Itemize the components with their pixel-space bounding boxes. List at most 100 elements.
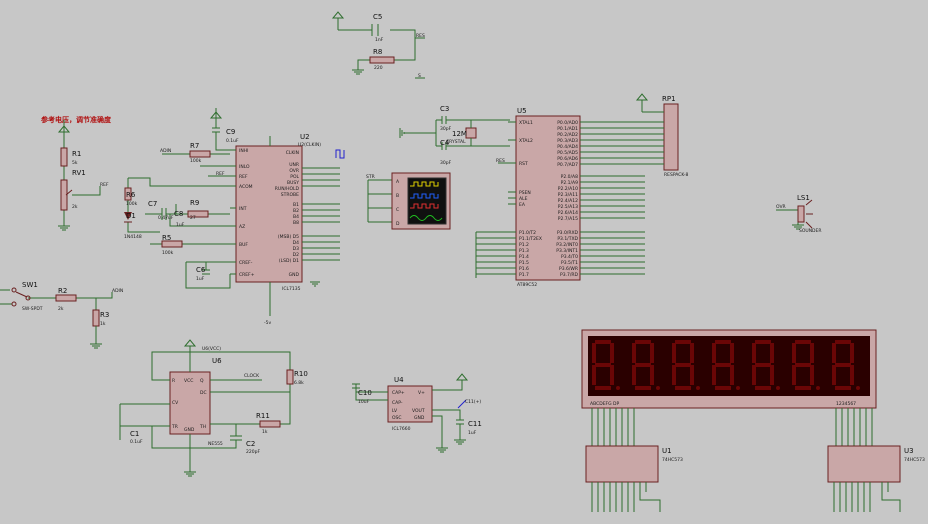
u5-pin-r-22: P3.6/WR bbox=[559, 266, 578, 272]
u2-pin-7: CREF- bbox=[239, 260, 253, 266]
digit-segment bbox=[770, 343, 774, 363]
crystal-block: C3 30pF C4 30pF 12M CRYSTAL RES bbox=[399, 105, 510, 166]
r8-ref: R8 bbox=[373, 48, 382, 56]
ref-net-label: REF bbox=[100, 182, 109, 188]
c8-value: 1uF bbox=[176, 222, 185, 228]
u6-timer[interactable]: U6 NE555 U6(VCC) R Q DC CV TR TH VCC GND… bbox=[119, 339, 308, 477]
digit-dp bbox=[816, 386, 820, 390]
digit-segment bbox=[632, 343, 636, 363]
r6-value: 100k bbox=[126, 201, 138, 207]
u6-pin-gnd: GND bbox=[184, 427, 195, 433]
u4-charge-pump[interactable]: U4 ICL7660 CAP+ CAP- LV OSC V+ VOUT GND … bbox=[352, 373, 482, 453]
c11-value: 1uF bbox=[468, 430, 477, 436]
u2-pin-6: BUF bbox=[239, 242, 248, 248]
digit-segment bbox=[795, 340, 811, 344]
u2-clkin-terminal: U2(CLKIN) bbox=[298, 142, 321, 148]
u2-pin-r-10: B8 bbox=[293, 220, 299, 226]
u2-pin-4: INT bbox=[239, 206, 247, 212]
ls1-ref: LS1 bbox=[797, 194, 810, 202]
digit-segment bbox=[835, 340, 851, 344]
c7-value: 0.47uF bbox=[158, 215, 174, 221]
digit-segment bbox=[752, 343, 756, 363]
scope-channel-b: B bbox=[396, 193, 399, 199]
r10-ref: R10 bbox=[294, 370, 308, 378]
r3-value: 1k bbox=[100, 321, 106, 327]
u5-pin-r-2: P0.2/AD2 bbox=[557, 132, 578, 138]
digit-segment bbox=[712, 365, 716, 385]
digit-dp bbox=[696, 386, 700, 390]
display-digit bbox=[792, 340, 820, 390]
u4-pin-vplus: V+ bbox=[418, 390, 425, 396]
c4-value: 30pF bbox=[440, 160, 452, 166]
digit-segment bbox=[635, 340, 651, 344]
u2-adc[interactable]: U2 ICL7135 U2(CLKIN) INHIINLOREFACOMINTA… bbox=[230, 133, 345, 326]
crystal-ref: 12M bbox=[452, 130, 467, 138]
u5-pin-l-13: P1.7 bbox=[519, 272, 529, 278]
digit-segment bbox=[730, 365, 734, 385]
r8-value: 220 bbox=[374, 65, 383, 71]
digit-segment bbox=[810, 365, 814, 385]
u2-ref-net: REF bbox=[216, 171, 225, 177]
digit-segment bbox=[835, 363, 851, 367]
digit-segment bbox=[635, 386, 651, 390]
u5-pin-l-10: P1.4 bbox=[519, 254, 529, 260]
u2-pin-r-0: CLKIN bbox=[286, 150, 299, 156]
digit-segment bbox=[835, 386, 851, 390]
u1-ref: U1 bbox=[662, 447, 672, 455]
digit-segment bbox=[675, 386, 691, 390]
r11-ref: R11 bbox=[256, 412, 270, 420]
u2-pin-r-7: B1 bbox=[293, 202, 299, 208]
u2-pin-8: CREF+ bbox=[239, 272, 255, 278]
c6-ref: C6 bbox=[196, 266, 206, 274]
u6-pin-tr: TR bbox=[171, 424, 178, 430]
u6-pin-cv: CV bbox=[172, 400, 179, 406]
switch-input-block[interactable]: SW1 SW-SPDT R2 2k R3 1k ADIN bbox=[0, 281, 123, 349]
u5-pin-l-5: EA bbox=[519, 202, 526, 208]
u2-pin-r-4: BUSY bbox=[287, 180, 299, 186]
c10-value: 10uF bbox=[358, 399, 370, 405]
digit-segment bbox=[715, 340, 731, 344]
display-digit bbox=[752, 340, 780, 390]
u5-pin-r-23: P3.7/RD bbox=[560, 272, 579, 278]
u2-value: ICL7135 bbox=[282, 286, 301, 292]
ls1-sounder[interactable]: LS1 SOUNDER OVR bbox=[776, 194, 822, 234]
digit-segment bbox=[795, 386, 811, 390]
rp1-value: RESPACK-8 bbox=[664, 172, 688, 178]
u5-pin-r-4: P0.4/AD4 bbox=[557, 144, 578, 150]
digit-dp bbox=[656, 386, 660, 390]
u5-pin-l-8: P1.2 bbox=[519, 242, 529, 248]
rp1-resistor-pack[interactable]: RP1 RESPACK-8 bbox=[580, 93, 688, 178]
c9-ref: C9 bbox=[226, 128, 235, 136]
u2-pin-r-14: D2 bbox=[293, 252, 299, 258]
digit-segment bbox=[672, 343, 676, 363]
digit-segment bbox=[595, 363, 611, 367]
str-label: STR bbox=[366, 174, 375, 180]
u4-c11-terminal: C11(+) bbox=[465, 399, 481, 405]
u5-microcontroller[interactable]: U5 AT89C52 XTAL1XTAL2RSTPSENALEEAP1.0/T2… bbox=[508, 107, 581, 288]
u2-pin-0: INHI bbox=[239, 148, 248, 154]
c8-ref: C8 bbox=[174, 210, 183, 218]
u2-input-network: C9 0.1uF ADIN R7 100k REF R6 100k D1 1N4… bbox=[124, 108, 320, 289]
c5-ref: C5 bbox=[373, 13, 382, 21]
u1-latch[interactable]: U1 74HC573 bbox=[585, 445, 683, 512]
u5-pin-r-9: P2.1/A9 bbox=[561, 180, 578, 186]
u5-pin-r-11: P2.3/A11 bbox=[558, 192, 578, 198]
oscilloscope[interactable]: STR A B C D bbox=[366, 172, 451, 230]
u3-latch[interactable]: U3 74HC573 bbox=[827, 445, 925, 512]
digit-segment bbox=[715, 386, 731, 390]
u5-pin-r-8: P2.0/A8 bbox=[561, 174, 578, 180]
u2-pin-r-9: B4 bbox=[293, 214, 299, 220]
digit-segment bbox=[850, 343, 854, 363]
u5-pin-l-9: P1.3 bbox=[519, 248, 529, 254]
u2-pin-r-3: POL bbox=[290, 174, 299, 180]
digit-segment bbox=[792, 365, 796, 385]
digit-segment bbox=[770, 365, 774, 385]
r1-rv1-divider[interactable]: R1 5k RV1 2k REF bbox=[57, 120, 109, 231]
ovr-net-label: OVR bbox=[776, 204, 786, 210]
u5-pin-l-3: PSEN bbox=[519, 190, 531, 196]
u2-pin-2: REF bbox=[239, 174, 248, 180]
digit-dp bbox=[736, 386, 740, 390]
r5-value: 100k bbox=[162, 250, 174, 256]
seven-segment-display[interactable]: ABCDEFG DP 1234567 bbox=[581, 329, 877, 446]
